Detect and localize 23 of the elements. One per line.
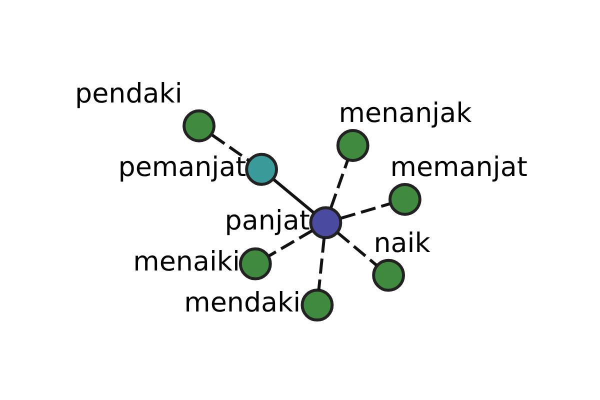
node-circle xyxy=(336,128,369,162)
connector xyxy=(336,231,377,266)
node-circle xyxy=(244,152,278,186)
node-circle xyxy=(388,182,421,216)
connector xyxy=(340,202,390,220)
node-label: menanjak xyxy=(338,98,472,129)
connector xyxy=(210,133,250,162)
node-circle xyxy=(308,206,342,239)
node-label: panjat xyxy=(224,204,310,236)
node-label: memanjat xyxy=(390,152,527,183)
connector xyxy=(272,178,314,214)
node-label: pemanjat xyxy=(118,151,246,182)
connector xyxy=(329,159,349,208)
node-circle xyxy=(182,108,215,142)
connector xyxy=(316,237,326,290)
node-label: naik xyxy=(373,227,430,258)
node-label: pendaki xyxy=(74,78,182,110)
node-circle xyxy=(372,258,405,292)
node-circle xyxy=(300,288,334,322)
node-label: menaiki xyxy=(132,246,240,277)
node-label: mendaki xyxy=(184,287,300,318)
node-circle xyxy=(238,246,272,280)
connector xyxy=(268,228,312,257)
